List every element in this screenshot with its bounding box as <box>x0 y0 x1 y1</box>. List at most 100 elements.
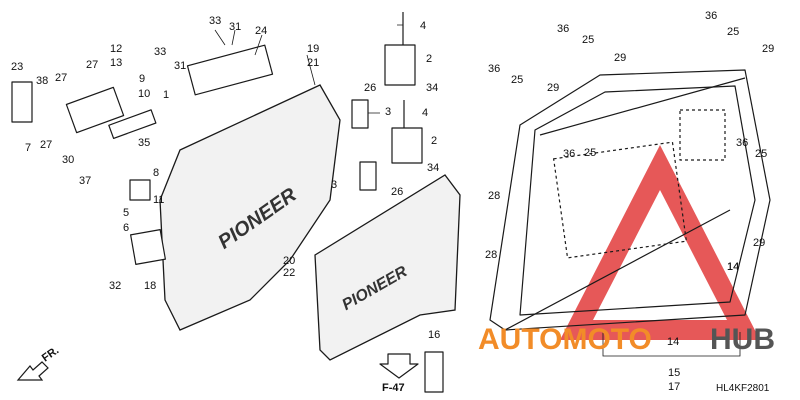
callout-labels: 33 31 24 4 36 25 36 25 23 12 13 27 38 27… <box>11 10 774 393</box>
callout-number: 6 <box>123 222 129 234</box>
callout-number: 28 <box>488 190 500 202</box>
callout-number: 36 <box>557 23 569 35</box>
latch-housing <box>65 86 125 134</box>
door-panel-right-shape <box>314 174 461 361</box>
callout-number: 27 <box>86 59 98 71</box>
callout-number: 29 <box>614 52 626 64</box>
callout-number: 25 <box>584 147 596 159</box>
latch-bracket <box>11 81 33 123</box>
reference-label: F-47 <box>382 382 405 394</box>
door-frame-tube <box>489 69 771 331</box>
callout-number: 34 <box>426 82 438 94</box>
callout-number: 18 <box>144 280 156 292</box>
callout-number: 11 <box>153 194 164 206</box>
grille-panel <box>186 44 274 96</box>
callout-number: 38 <box>36 75 48 87</box>
callout-number: 25 <box>727 26 739 38</box>
front-arrow-icon <box>16 361 49 381</box>
door-frame-brace <box>504 77 746 331</box>
door-net-upper <box>679 109 726 161</box>
callout-number: 17 <box>668 381 680 393</box>
inner-handle <box>129 179 151 201</box>
callout-bracket <box>602 332 741 357</box>
callout-number: 35 <box>138 137 150 149</box>
callout-number: 22 <box>283 267 295 279</box>
callout-number: 2 <box>431 135 437 147</box>
callout-number: 36 <box>488 63 500 75</box>
callout-number: 32 <box>109 280 121 292</box>
door-panel-left-shape <box>159 84 341 331</box>
watermark-text-primary: AUTOMOTO <box>478 323 652 356</box>
callout-number: 13 <box>110 57 122 69</box>
callout-number: 4 <box>422 107 428 119</box>
callout-number: 14 <box>667 336 679 348</box>
callout-number: 9 <box>139 73 145 85</box>
door-frame <box>489 69 771 331</box>
latch-assembly <box>11 44 444 393</box>
callout-number: 2 <box>426 53 432 65</box>
door-panel-right: PIONEER <box>314 174 461 361</box>
callout-number: 23 <box>11 61 23 73</box>
watermark-triangle-inner <box>593 190 727 320</box>
callout-number: 30 <box>62 154 74 166</box>
callout-number: 10 <box>138 88 150 100</box>
callout-number: 15 <box>668 367 680 379</box>
hinge-bushing-lower <box>359 161 377 191</box>
callout-number: 36 <box>736 137 748 149</box>
callout-number: 19 <box>307 43 319 55</box>
hinge-bracket-lower <box>391 127 423 164</box>
handle-cover <box>130 229 166 265</box>
callout-number: 29 <box>547 82 559 94</box>
callout-number: 5 <box>123 207 129 219</box>
callout-number: 14 <box>727 261 739 273</box>
hinge-assembly <box>351 12 423 191</box>
diagram-code: HL4KF2801 <box>716 383 770 394</box>
callout-number: 16 <box>428 329 440 341</box>
reference-arrow: F-47 <box>379 353 419 394</box>
front-indicator: FR. <box>16 344 61 381</box>
callout-number: 29 <box>753 237 765 249</box>
callout-number: 8 <box>153 167 159 179</box>
callout-number: 20 <box>283 255 295 267</box>
front-label: FR. <box>40 344 61 364</box>
callout-number: 37 <box>79 175 91 187</box>
watermark-wordmark: AUTOMOTO HUB <box>478 323 775 356</box>
callout-number: 24 <box>255 25 267 37</box>
callout-number: 21 <box>307 57 319 69</box>
door-frame-inner <box>519 85 756 316</box>
callout-number: 12 <box>110 43 122 55</box>
callout-number: 3 <box>385 106 391 118</box>
callout-number: 33 <box>154 46 166 58</box>
watermark-text-secondary: HUB <box>710 323 775 356</box>
callout-number: 29 <box>762 43 774 55</box>
watermark-triangle <box>560 145 760 340</box>
callout-number: 4 <box>420 20 426 32</box>
callout-number: 25 <box>582 34 594 46</box>
callout-number: 7 <box>25 142 31 154</box>
callout-number: 1 <box>163 89 169 101</box>
hinge-bracket-upper <box>384 44 416 86</box>
callout-number: 36 <box>563 148 575 160</box>
callout-number: 26 <box>364 82 376 94</box>
callout-number: 26 <box>391 186 403 198</box>
latch-plate <box>108 109 157 140</box>
leader-line <box>214 24 403 114</box>
door-net <box>553 141 687 259</box>
callout-number: 36 <box>705 10 717 22</box>
callout-number: 31 <box>174 60 186 72</box>
callout-number: 27 <box>40 139 52 151</box>
grab-handle <box>424 351 444 393</box>
callout-number: 14 <box>727 261 739 273</box>
callout-number: 25 <box>755 148 767 160</box>
callout-number: 27 <box>55 72 67 84</box>
hinge-bushing-upper <box>351 99 369 129</box>
callout-number: 28 <box>485 249 497 261</box>
callout-number: 31 <box>229 21 241 33</box>
callout-number: 3 <box>331 179 337 191</box>
reference-arrow-icon <box>379 353 419 379</box>
callout-number: 34 <box>427 162 439 174</box>
callout-number: 25 <box>511 74 523 86</box>
door-panel-left: PIONEER <box>159 84 341 331</box>
leader-lines <box>214 24 403 114</box>
